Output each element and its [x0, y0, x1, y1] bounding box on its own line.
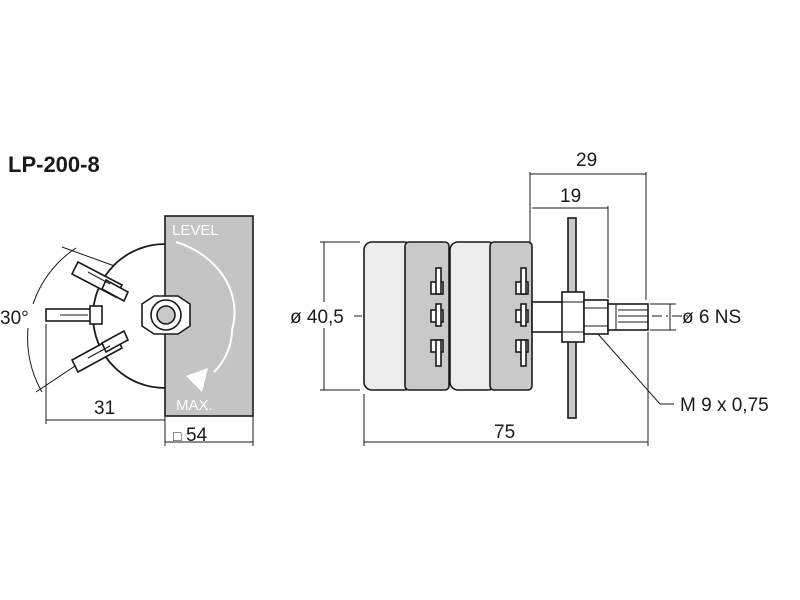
angle-label-bg — [0, 304, 40, 328]
angle-leader-top — [61, 246, 121, 269]
max-label: MAX. — [176, 397, 213, 414]
deck-1-tabs — [430, 267, 444, 367]
thread-leader — [597, 333, 674, 405]
dim-29: 29 — [576, 150, 597, 171]
square-dimension: 54 — [186, 425, 208, 446]
side-view: ø 40,5 75 29 19 ø 6 NS M 9 x 0,75 — [290, 150, 769, 446]
model-title: LP-200-8 — [8, 152, 100, 177]
shaft-end — [156, 305, 176, 325]
level-label: LEVEL — [172, 222, 219, 239]
dim-19: 19 — [560, 186, 581, 207]
deck-2-body — [449, 241, 497, 391]
width-dimension: 31 — [94, 398, 115, 419]
length-total-dimension: 75 — [494, 422, 515, 443]
shaft — [607, 303, 649, 331]
deck-2-tabs — [515, 267, 529, 367]
angle-dimension: 30° — [0, 308, 29, 329]
max-arrow-icon — [186, 368, 208, 392]
thread-dimension: M 9 x 0,75 — [680, 395, 769, 416]
front-view: LEVEL MAX. 31 □ 54 30° — [0, 215, 254, 446]
square-symbol: □ — [173, 428, 182, 444]
terminal-lug-bottom — [70, 329, 130, 374]
diameter-dimension: ø 40,5 — [290, 307, 344, 328]
diameter-label-bg — [290, 302, 354, 328]
side-nut — [561, 291, 585, 343]
terminal-lug-top — [70, 260, 130, 303]
thread — [583, 299, 609, 335]
terminal-lug-middle — [45, 305, 103, 325]
shaft-dimension: ø 6 NS — [682, 307, 741, 328]
level-arc — [175, 241, 236, 373]
